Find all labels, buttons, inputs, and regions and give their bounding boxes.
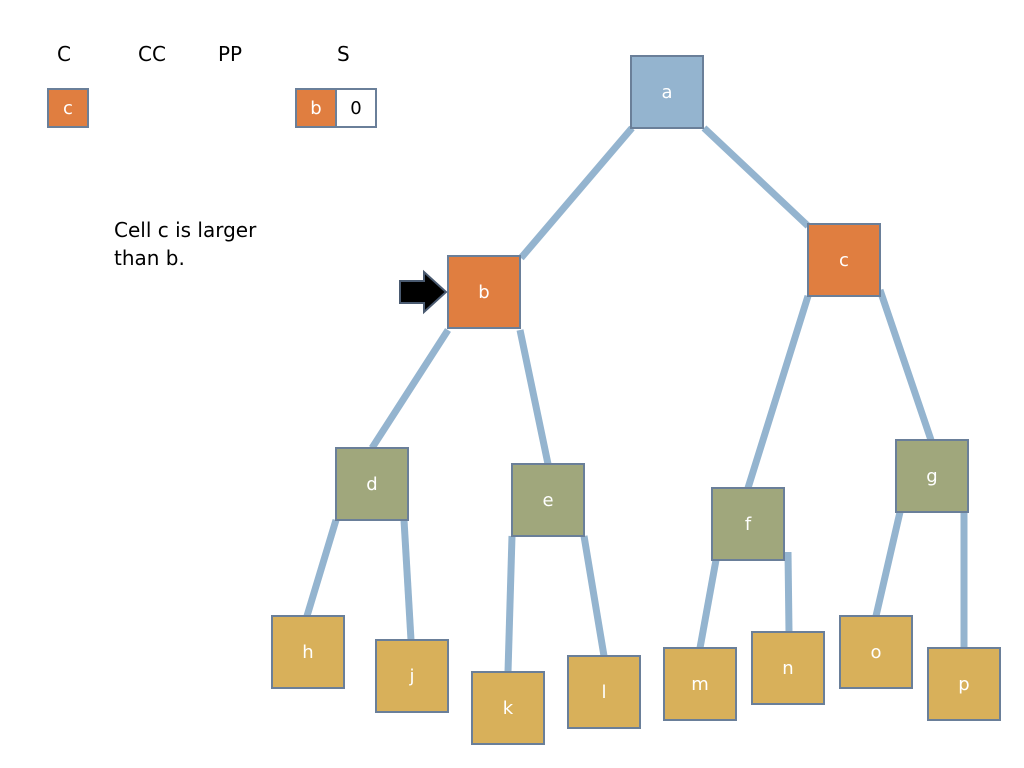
header-cc: CC xyxy=(138,42,166,66)
edge-d-h xyxy=(303,518,340,618)
node-label-e: e xyxy=(542,490,553,511)
tree-node-c: c xyxy=(807,223,881,297)
node-label-c: c xyxy=(839,250,849,271)
tree-node-l: l xyxy=(567,655,641,729)
tree-node-e: e xyxy=(511,463,585,537)
c-list-item: c xyxy=(47,88,89,128)
node-label-d: d xyxy=(366,474,377,495)
edge-e-l xyxy=(580,535,608,657)
header-s: S xyxy=(337,42,350,66)
node-box-a xyxy=(630,55,704,129)
node-box-o xyxy=(839,615,913,689)
node-label-j: j xyxy=(408,666,414,687)
tree-node-f: f xyxy=(711,487,785,561)
node-label-n: n xyxy=(782,658,793,679)
tree-node-a: a xyxy=(630,55,704,129)
node-label-g: g xyxy=(926,466,937,487)
node-box-p xyxy=(927,647,1001,721)
node-box-g xyxy=(895,439,969,513)
node-label-f: f xyxy=(745,514,752,535)
node-box-j xyxy=(375,639,449,713)
header-pp: PP xyxy=(218,42,243,66)
tree-node-p: p xyxy=(927,647,1001,721)
edge-b-e xyxy=(516,329,552,465)
node-box-b xyxy=(447,255,521,329)
edge-c-g xyxy=(876,288,935,442)
node-label-h: h xyxy=(302,642,313,663)
node-box-h xyxy=(271,615,345,689)
tree-node-h: h xyxy=(271,615,345,689)
tree-node-k: k xyxy=(471,671,545,745)
node-box-k xyxy=(471,671,545,745)
edge-f-n xyxy=(784,551,793,633)
tree-node-g: g xyxy=(895,439,969,513)
node-box-e xyxy=(511,463,585,537)
node-label-a: a xyxy=(661,82,672,103)
tree-node-b: b xyxy=(447,255,521,329)
node-box-f xyxy=(711,487,785,561)
node-label-m: m xyxy=(691,674,709,695)
tree-node-n: n xyxy=(751,631,825,705)
node-label-l: l xyxy=(601,682,606,703)
node-box-l xyxy=(567,655,641,729)
tree-node-j: j xyxy=(375,639,449,713)
edge-g-o xyxy=(872,511,904,617)
node-box-d xyxy=(335,447,409,521)
node-box-m xyxy=(663,647,737,721)
note-line-2: than b. xyxy=(114,246,185,270)
node-box-n xyxy=(751,631,825,705)
note-line-1: Cell c is larger xyxy=(114,218,257,242)
node-label-b: b xyxy=(478,282,489,303)
edge-d-j xyxy=(400,519,415,641)
edge-a-c xyxy=(701,125,811,229)
edge-a-b xyxy=(518,125,635,261)
pointer-arrow-icon xyxy=(399,269,448,315)
node-label-o: o xyxy=(870,642,881,663)
tree-node-d: d xyxy=(335,447,409,521)
stack-value: 0 xyxy=(335,88,377,128)
node-box-c xyxy=(807,223,881,297)
explanation-note: Cell c is larger than b. xyxy=(114,216,256,272)
tree-node-m: m xyxy=(663,647,737,721)
node-label-p: p xyxy=(958,674,969,695)
node-label-k: k xyxy=(503,698,514,719)
edge-b-d xyxy=(369,328,451,450)
header-c: C xyxy=(57,42,71,66)
edge-c-f xyxy=(744,294,812,490)
edge-e-k xyxy=(504,535,516,673)
tree-node-o: o xyxy=(839,615,913,689)
edge-f-m xyxy=(696,559,720,649)
